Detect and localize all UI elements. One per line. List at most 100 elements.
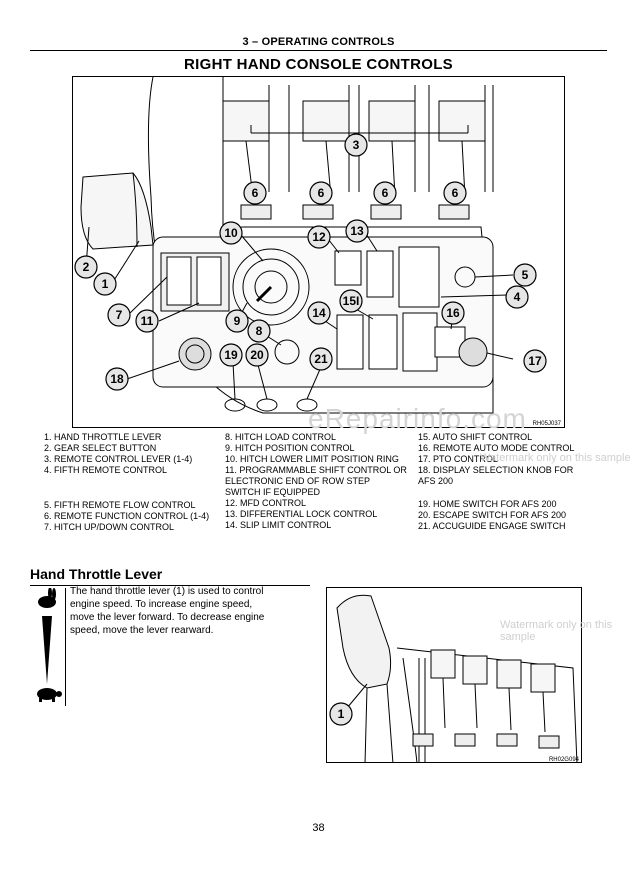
callout-1 (93, 272, 117, 296)
chapter-header: 3 – OPERATING CONTROLS (242, 36, 395, 48)
legend-item: 10. HITCH LOWER LIMIT POSITION RING (225, 454, 399, 464)
hand-throttle-heading: Hand Throttle Lever (30, 566, 163, 582)
legend-item: 16. REMOTE AUTO MODE CONTROL (418, 443, 575, 453)
callout-21 (309, 347, 333, 371)
figure1-code: RH05J037 (533, 421, 562, 427)
callout-7 (107, 303, 131, 327)
callout-12 (307, 225, 331, 249)
watermark-sample-2: Watermark only on this sample (500, 619, 613, 643)
legend-item: 17. PTO CONTROL (418, 454, 498, 464)
callout-2 (74, 255, 98, 279)
callout-6c (373, 181, 397, 205)
callout-6d (443, 181, 467, 205)
turtle-icon (37, 688, 62, 702)
legend-item: 13. DIFFERENTIAL LOCK CONTROL (225, 509, 378, 519)
callout-4-label: 4 (514, 290, 521, 304)
body-line: speed, move the lever rearward. (70, 625, 214, 636)
callout-10-label: 10 (224, 226, 238, 240)
speed-indicator (30, 587, 66, 706)
callout-12-label: 12 (312, 230, 326, 244)
legend-item: 18. DISPLAY SELECTION KNOB FOR (418, 465, 574, 475)
page-number: 38 (312, 822, 325, 834)
legend-item: 14. SLIP LIMIT CONTROL (225, 520, 332, 530)
callout-13-label: 13 (350, 224, 364, 238)
callout-18 (105, 367, 129, 391)
legend-item: 1. HAND THROTTLE LEVER (44, 432, 162, 442)
legend-item: 9. HITCH POSITION CONTROL (225, 443, 355, 453)
header-rule (30, 50, 607, 51)
watermark-main: eRepairinfo.com (308, 403, 527, 434)
callout-17 (523, 349, 547, 373)
legend-item: 4. FIFTH REMOTE CONTROL (44, 465, 168, 475)
callout-6a (243, 181, 267, 205)
legend-item: ELECTRONIC END OF ROW STEP (225, 476, 371, 486)
legend-item: 19. HOME SWITCH FOR AFS 200 (418, 499, 557, 509)
callout-6b (309, 181, 333, 205)
throttle-wedge-icon (42, 616, 52, 684)
legend-item: 2. GEAR SELECT BUTTON (44, 443, 157, 453)
body-line: The hand throttle lever (1) is used to c… (70, 586, 264, 597)
callout-1-label: 1 (102, 277, 109, 291)
legend-column-2: 8. HITCH LOAD CONTROL 9. HITCH POSITION … (225, 432, 407, 531)
callout-17-label: 17 (528, 354, 542, 368)
callout-6a-label: 6 (252, 186, 259, 200)
callout-19-label: 19 (224, 348, 238, 362)
legend-column-3: 15. AUTO SHIFT CONTROL 16. REMOTE AUTO M… (418, 432, 574, 532)
callout-20 (245, 343, 269, 367)
callout-9 (225, 309, 249, 333)
callout-16 (441, 301, 465, 325)
legend-item: 11. PROGRAMMABLE SHIFT CONTROL OR (225, 465, 407, 475)
legend-item: SWITCH IF EQUIPPED (225, 487, 321, 497)
callout-15 (339, 289, 363, 313)
callout-10 (219, 221, 243, 245)
callout-3 (344, 133, 368, 157)
legend-item: 20. ESCAPE SWITCH FOR AFS 200 (418, 510, 567, 520)
legend-item: 3. REMOTE CONTROL LEVER (1-4) (44, 454, 193, 464)
callout-7-label: 7 (116, 308, 123, 322)
figure2-code: RH02G094 (549, 757, 580, 763)
callout-5 (513, 263, 537, 287)
legend-item: 8. HITCH LOAD CONTROL (225, 432, 337, 442)
throttle-figure: 1 RH02G094 (326, 587, 582, 763)
legend-item: 12. MFD CONTROL (225, 498, 307, 508)
callout-1 (329, 702, 353, 726)
legend-item: AFS 200 (418, 476, 454, 486)
legend-item: 7. HITCH UP/DOWN CONTROL (44, 522, 175, 532)
callout-6d-label: 6 (452, 186, 459, 200)
console-illustration: 1 2 3 4 5 6 6 6 6 7 8 9 10 11 12 13 14 1… (74, 77, 562, 427)
callout-8 (247, 319, 271, 343)
callout-14-label: 14 (312, 306, 326, 320)
callout-6b-label: 6 (318, 186, 325, 200)
callout-18-label: 18 (110, 372, 124, 386)
callout-5-label: 5 (522, 268, 529, 282)
callout-13 (345, 219, 369, 243)
section-title: RIGHT HAND CONSOLE CONTROLS (184, 56, 453, 73)
callout-11 (135, 309, 159, 333)
callout-21-label: 21 (314, 352, 328, 366)
legend-item: 5. FIFTH REMOTE FLOW CONTROL (44, 500, 196, 510)
legend-column-1: 1. HAND THROTTLE LEVER 2. GEAR SELECT BU… (44, 432, 209, 533)
callout-20-label: 20 (250, 348, 264, 362)
callout-15-label: 15I (343, 294, 360, 308)
body-line: engine speed. To increase engine speed, (70, 599, 253, 610)
callout-9-label: 9 (234, 314, 241, 328)
rabbit-icon (38, 587, 56, 608)
subheading-rule (30, 585, 310, 586)
callout-16-label: 16 (446, 306, 460, 320)
callout-3-label: 3 (353, 138, 360, 152)
console-figure: 1 2 3 4 5 6 6 6 6 7 8 9 10 11 12 13 14 1… (72, 76, 565, 428)
throttle-illustration: 1 RH02G094 (329, 594, 580, 763)
legend-item: 21. ACCUGUIDE ENGAGE SWITCH (418, 521, 566, 531)
callout-8-label: 8 (256, 324, 263, 338)
callout-19 (219, 343, 243, 367)
watermark-sample: Watermark only on this sample (480, 452, 631, 464)
callout-4 (505, 285, 529, 309)
callout-14 (307, 301, 331, 325)
legend-item: 6. REMOTE FUNCTION CONTROL (1-4) (44, 511, 210, 521)
callout-2-label: 2 (83, 260, 90, 274)
legend-item: 15. AUTO SHIFT CONTROL (418, 432, 533, 442)
callout-1-label: 1 (338, 707, 345, 721)
callout-6c-label: 6 (382, 186, 389, 200)
callout-11-label: 11 (141, 314, 154, 328)
hand-throttle-description: The hand throttle lever (1) is used to c… (70, 585, 302, 637)
